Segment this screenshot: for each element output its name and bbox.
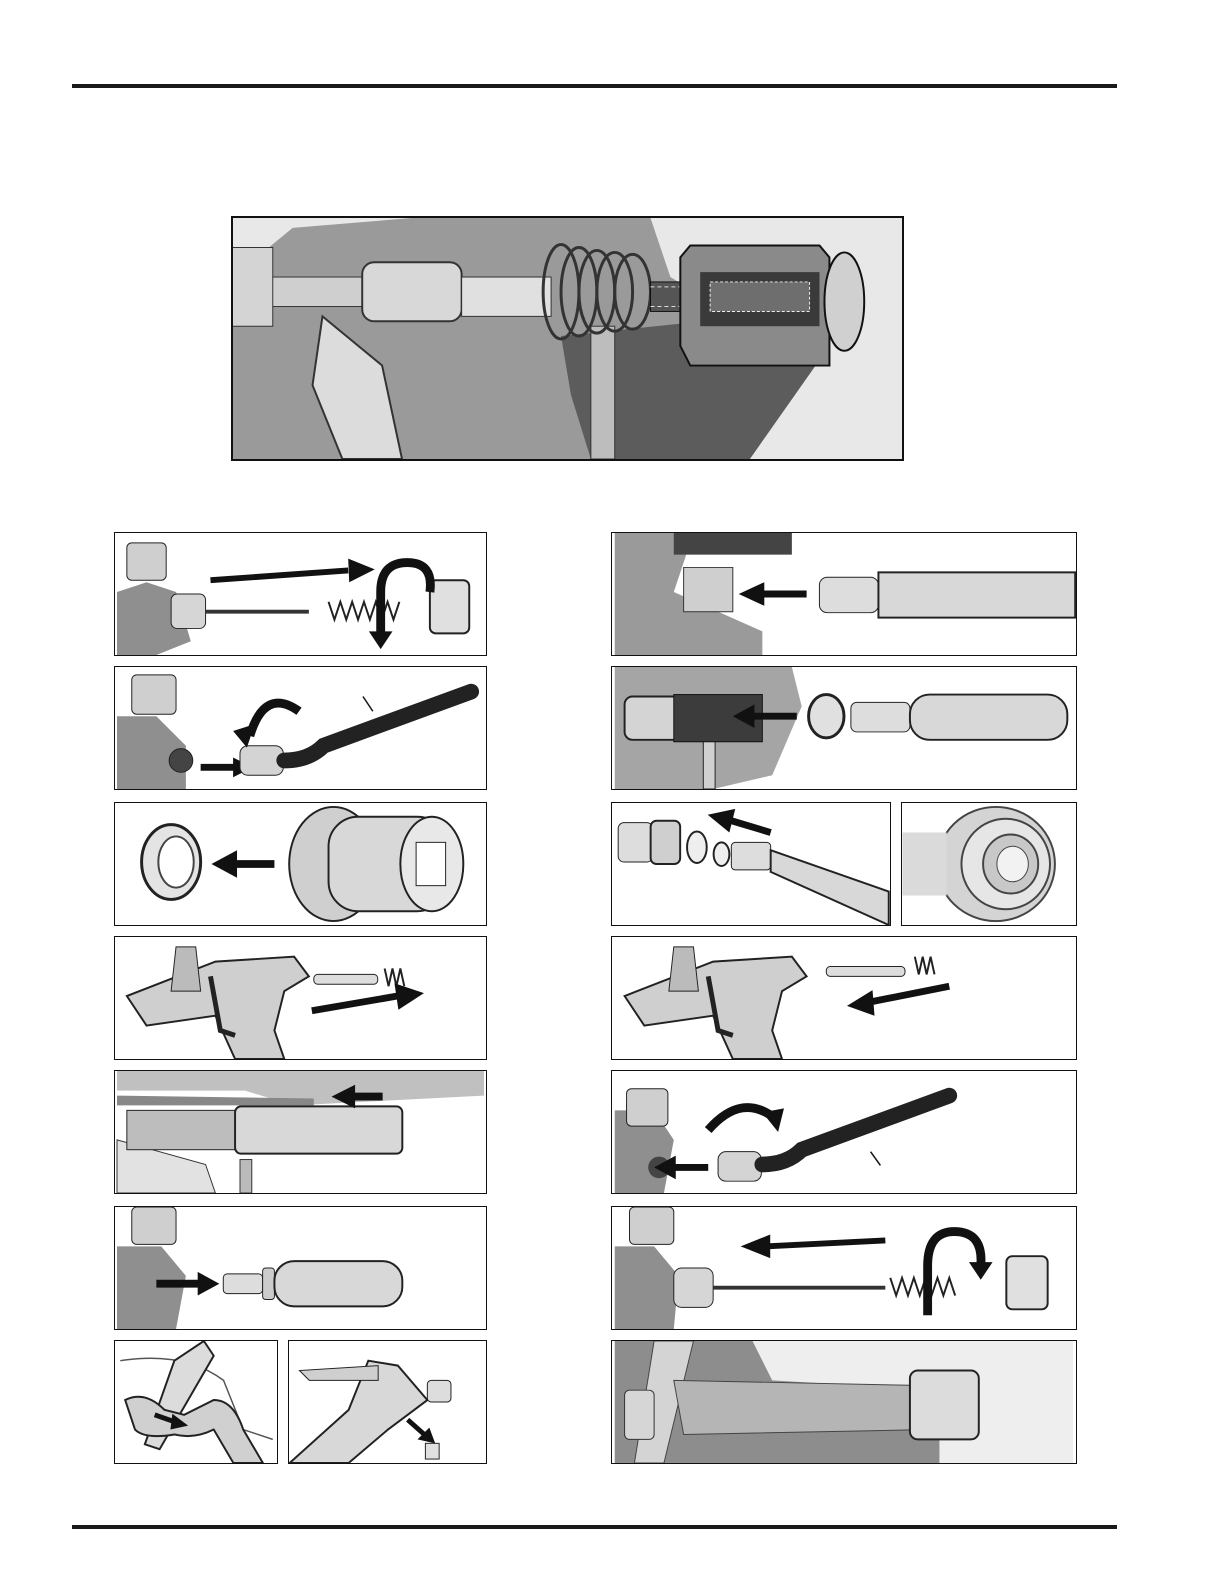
step-13	[611, 1206, 1077, 1330]
step-10a	[611, 802, 891, 926]
step-14	[611, 1340, 1077, 1464]
step-9	[611, 666, 1077, 790]
step-7b	[288, 1340, 487, 1464]
step-3	[114, 802, 487, 926]
step-5	[114, 1070, 487, 1194]
step-7a	[114, 1340, 278, 1464]
step-11	[611, 936, 1077, 1060]
step-12	[611, 1070, 1077, 1194]
bottom-rule	[72, 1525, 1117, 1529]
cutaway-view	[231, 216, 904, 461]
step-8	[611, 532, 1077, 656]
top-rule	[72, 84, 1117, 88]
step-6	[114, 1206, 487, 1330]
step-1	[114, 532, 487, 656]
step-10b	[901, 802, 1077, 926]
step-4	[114, 936, 487, 1060]
step-2	[114, 666, 487, 790]
